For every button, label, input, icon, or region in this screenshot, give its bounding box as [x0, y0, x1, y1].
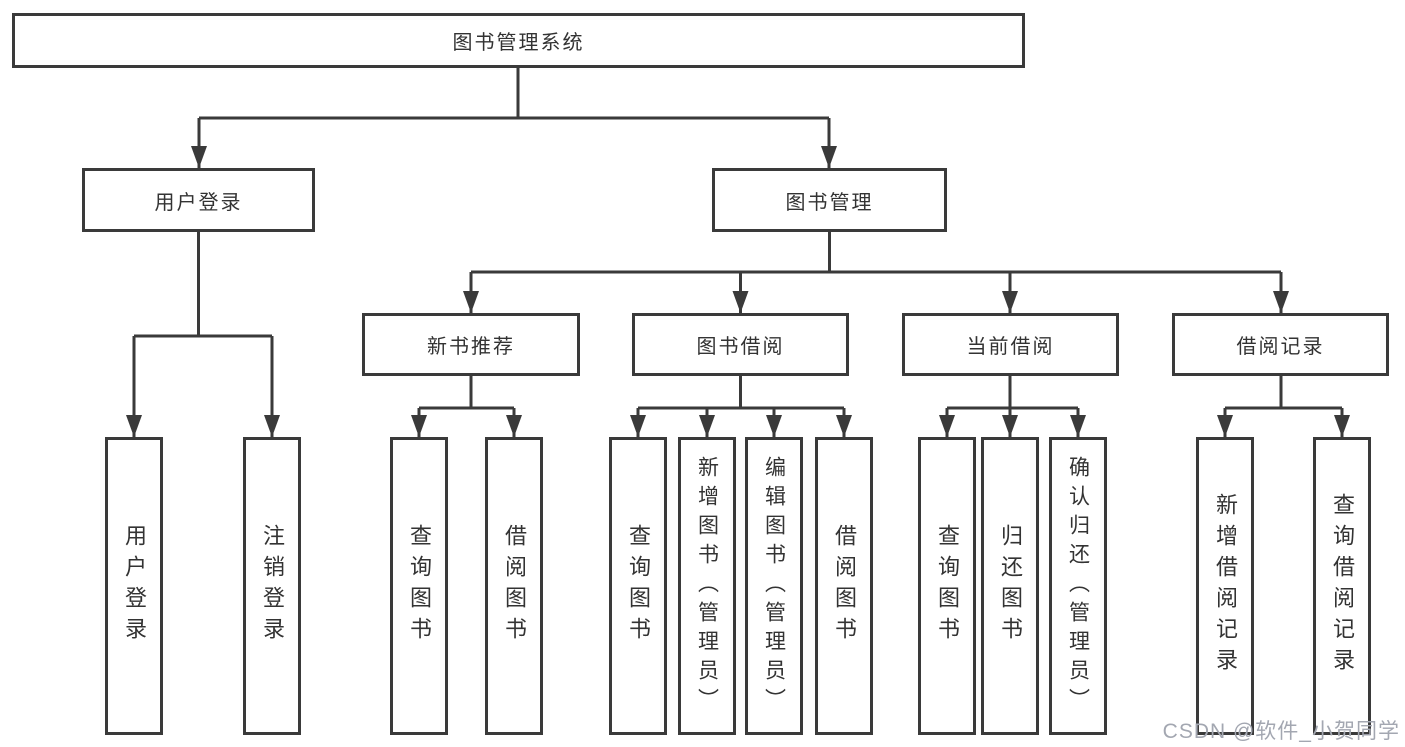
leaf-current-query-books: 查询图书: [918, 437, 976, 735]
arrow-down-icon: [506, 415, 522, 437]
node-label: 图书借阅: [696, 336, 785, 358]
leaf-logout: 注销登录: [243, 437, 301, 735]
node-new-book-recommend: 新书推荐: [362, 313, 580, 376]
arrow-down-icon: [630, 415, 646, 437]
arrow-down-icon: [191, 146, 207, 168]
leaf-add-borrow-record: 新增借阅记录: [1196, 437, 1254, 735]
leaf-edit-books-admin: 编辑图书（管理员）: [745, 437, 803, 735]
arrow-down-icon: [1273, 291, 1289, 313]
leaf-label: 查询借阅记录: [1330, 493, 1355, 679]
leaf-borrow-query-books: 查询图书: [609, 437, 667, 735]
arrow-down-icon: [264, 415, 280, 437]
arrow-down-icon: [463, 291, 479, 313]
node-book-management: 图书管理: [712, 168, 947, 232]
edge-bookmgmt-to-level2: [469, 232, 1283, 313]
leaf-borrow-books: 借阅图书: [815, 437, 873, 735]
node-label: 新书推荐: [427, 336, 515, 358]
leaf-label: 新增借阅记录: [1213, 493, 1238, 679]
leaf-add-books-admin: 新增图书（管理员）: [678, 437, 736, 735]
edge-root-to-level1: [197, 68, 831, 168]
leaf-label: 编辑图书（管理员）: [762, 455, 786, 717]
arrow-down-icon: [1002, 415, 1018, 437]
leaf-newbook-query-books: 查询图书: [390, 437, 448, 735]
edge-borrowrecord-to-leaves: [1223, 376, 1344, 437]
arrow-down-icon: [836, 415, 852, 437]
arrow-down-icon: [1002, 291, 1018, 313]
leaf-newbook-borrow-books: 借阅图书: [485, 437, 543, 735]
node-label: 图书管理: [785, 191, 874, 214]
leaf-label: 确认归还（管理员）: [1066, 455, 1090, 717]
leaf-return-books: 归还图书: [981, 437, 1039, 735]
arrow-down-icon: [821, 146, 837, 168]
node-label: 当前借阅: [966, 336, 1055, 358]
arrow-down-icon: [699, 415, 715, 437]
node-label: 借阅记录: [1236, 336, 1325, 358]
leaf-label: 归还图书: [998, 524, 1023, 648]
edge-bookborrow-to-leaves: [636, 376, 846, 437]
leaf-label: 借阅图书: [832, 524, 857, 648]
leaf-label: 用户登录: [122, 524, 147, 648]
edge-newbook-to-leaves: [417, 376, 516, 437]
watermark: CSDN @软件_小贺同学: [1162, 720, 1400, 743]
arrow-down-icon: [1070, 415, 1086, 437]
node-book-borrow: 图书借阅: [632, 313, 849, 376]
arrowheads: [126, 146, 1350, 437]
node-label: 图书管理系统: [452, 32, 585, 54]
leaf-label: 查询图书: [407, 524, 432, 648]
leaf-label: 查询图书: [626, 524, 651, 648]
edge-userlogin-to-leaves: [132, 232, 274, 437]
node-borrow-records: 借阅记录: [1172, 313, 1389, 376]
arrow-down-icon: [766, 415, 782, 437]
leaf-label: 查询图书: [935, 524, 960, 648]
arrow-down-icon: [732, 291, 749, 313]
leaf-confirm-return-admin: 确认归还（管理员）: [1049, 437, 1107, 735]
arrow-down-icon: [1334, 415, 1350, 437]
arrow-down-icon: [939, 415, 955, 437]
node-label: 用户登录: [154, 191, 243, 214]
leaf-label: 注销登录: [260, 524, 285, 648]
node-current-borrow: 当前借阅: [902, 313, 1119, 376]
arrow-down-icon: [411, 415, 427, 437]
leaf-query-borrow-record: 查询借阅记录: [1313, 437, 1371, 735]
node-user-login: 用户登录: [82, 168, 315, 232]
arrow-down-icon: [126, 415, 142, 437]
leaf-label: 借阅图书: [502, 524, 527, 648]
leaf-label: 新增图书（管理员）: [695, 455, 719, 717]
arrow-down-icon: [1217, 415, 1233, 437]
node-root-system: 图书管理系统: [12, 13, 1025, 68]
leaf-user-login: 用户登录: [105, 437, 163, 735]
